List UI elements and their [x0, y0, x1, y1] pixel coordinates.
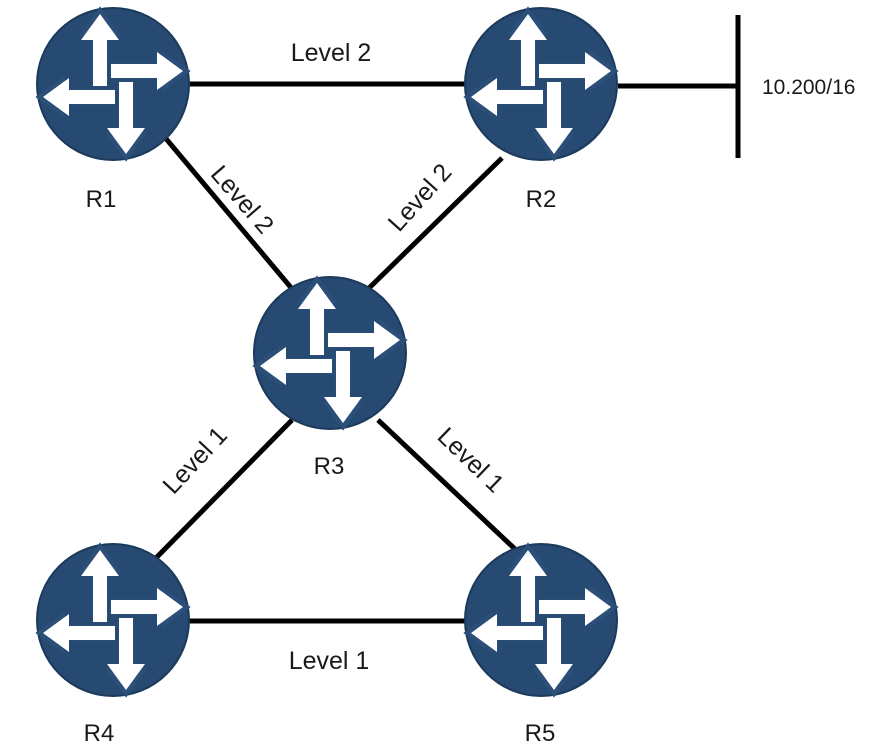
router-r1: [35, 6, 190, 161]
router-r5: [463, 542, 618, 697]
link-r3-r5: [376, 418, 518, 552]
router-r2: [463, 6, 618, 161]
link-label-r1-r2: Level 2: [291, 39, 372, 67]
router-r4: [35, 542, 190, 697]
router-label-r5: R5: [525, 720, 556, 747]
link-r2-r3: [363, 156, 504, 294]
link-r3-r4: [150, 418, 294, 564]
link-label-r3-r5: Level 1: [432, 422, 509, 498]
router-label-r2: R2: [526, 186, 557, 213]
link-r1-r3: [150, 120, 295, 292]
router-label-r3: R3: [314, 453, 345, 480]
link-label-r4-r5: Level 1: [289, 647, 370, 675]
router-label-r1: R1: [86, 186, 117, 213]
link-label-r2-r3: Level 2: [383, 158, 458, 237]
router-r3: [252, 275, 407, 430]
network-prefix-label: 10.200/16: [762, 76, 855, 99]
router-label-r4: R4: [84, 720, 115, 747]
link-label-r3-r4: Level 1: [157, 422, 232, 500]
